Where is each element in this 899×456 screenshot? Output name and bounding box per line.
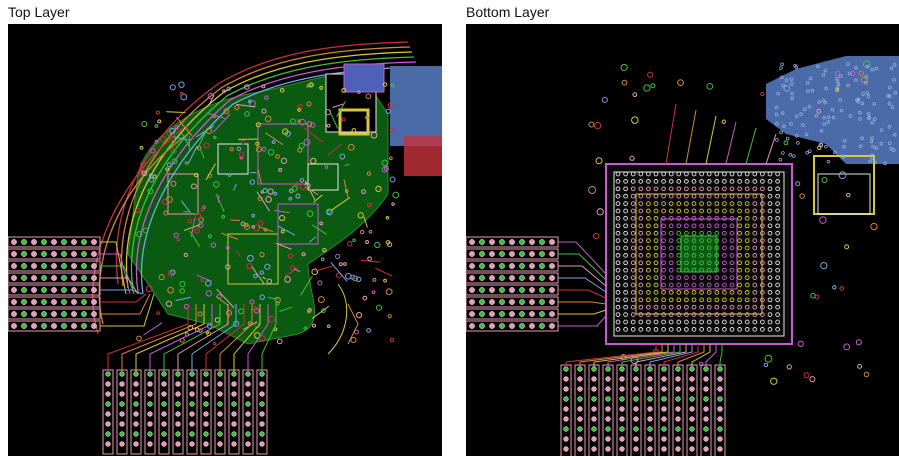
bottom-bga-balls	[615, 171, 780, 332]
top-component-outlines	[167, 123, 339, 285]
bottom-layer-view	[466, 24, 899, 456]
bottom-bottom-connector	[560, 364, 726, 456]
top-outer-traces	[92, 41, 419, 335]
bottom-left-connector	[466, 236, 559, 332]
top-layer-pcb-graphic	[8, 41, 442, 455]
top-layer-title: Top Layer	[8, 4, 70, 20]
bottom-fanout-traces	[558, 103, 777, 367]
top-left-connector	[8, 236, 101, 332]
top-bottom-connector	[102, 369, 268, 455]
top-ic-yellow	[338, 108, 370, 136]
top-red-block	[404, 136, 442, 176]
top-blue-pour	[390, 66, 442, 146]
bottom-blue-pour	[766, 56, 899, 164]
top-layer-view	[8, 24, 442, 456]
bottom-via-scatter	[588, 60, 898, 385]
top-via-field	[135, 81, 400, 346]
bottom-layer-title: Bottom Layer	[466, 4, 550, 20]
bottom-layer-pcb-graphic	[466, 56, 899, 456]
top-fanout-traces	[100, 241, 359, 372]
top-ic-blue	[343, 63, 385, 93]
bottom-right-comp	[813, 155, 875, 215]
